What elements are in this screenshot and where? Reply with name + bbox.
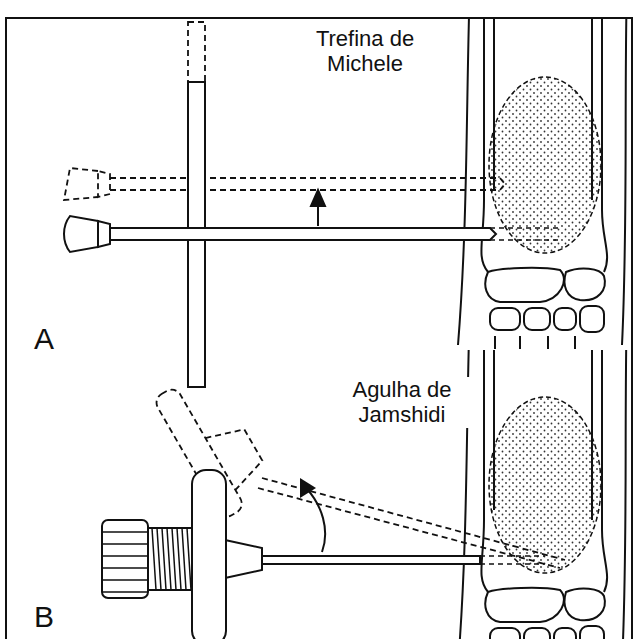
- panel-letter: A: [24, 322, 64, 357]
- tilt-arrow: [300, 478, 325, 552]
- screw-threads: [102, 528, 191, 592]
- leg-bone-b: [458, 350, 627, 639]
- trephine-ghost: [64, 22, 505, 200]
- instrument-label: Trefina de Michele: [285, 26, 445, 77]
- leg-bone-a: [458, 19, 627, 349]
- trephine-solid: [64, 82, 560, 387]
- jamshidi-solid: [102, 470, 545, 639]
- lift-arrow: [311, 190, 325, 226]
- instrument-label: Agulha de Jamshidi: [322, 377, 482, 428]
- panel-letter: B: [24, 600, 64, 635]
